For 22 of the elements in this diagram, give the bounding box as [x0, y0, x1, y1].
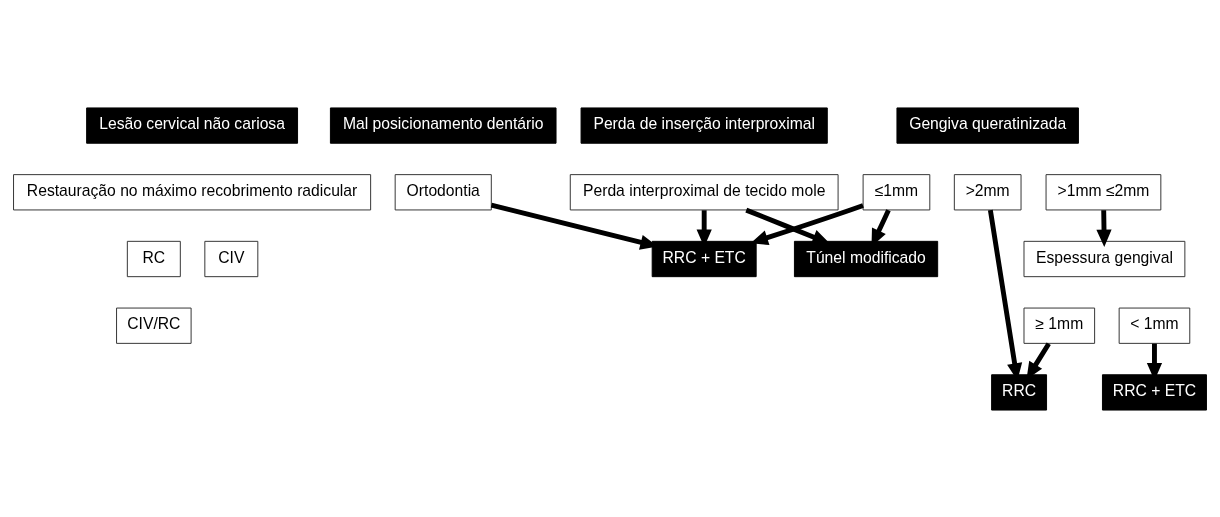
node-box: Perda interproximal de tecido mole [569, 173, 839, 210]
node-box: RRC + ETC [651, 240, 757, 277]
node-box: CIV [204, 240, 259, 277]
node-box: Túnel modificado [793, 240, 939, 277]
node-box: Perda de inserção interproximal [580, 106, 828, 144]
node-box: CIV/RC [116, 307, 192, 344]
node-box: Mal posicionamento dentário [329, 106, 557, 144]
node-box: Restauração no máximo recobrimento radicular [13, 173, 372, 210]
node-box: Espessura gengival [1023, 240, 1186, 277]
node-box: Lesão cervical não cariosa [86, 106, 299, 144]
arrow [1096, 209, 1112, 247]
node-box: RC [126, 240, 181, 277]
node-box: >1mm ≤2mm [1045, 173, 1162, 210]
node-box: >2mm [953, 173, 1022, 210]
node-box: ≥ 1mm [1023, 307, 1096, 344]
node-box: RRC [991, 373, 1048, 411]
node-box: < 1mm [1118, 307, 1191, 344]
node-box: ≤1mm [862, 173, 931, 210]
arrow [750, 202, 864, 245]
node-box: RRC + ETC [1102, 373, 1207, 411]
node-box: Gengiva queratinizada [896, 106, 1079, 144]
node-box: Ortodontia [394, 173, 492, 210]
